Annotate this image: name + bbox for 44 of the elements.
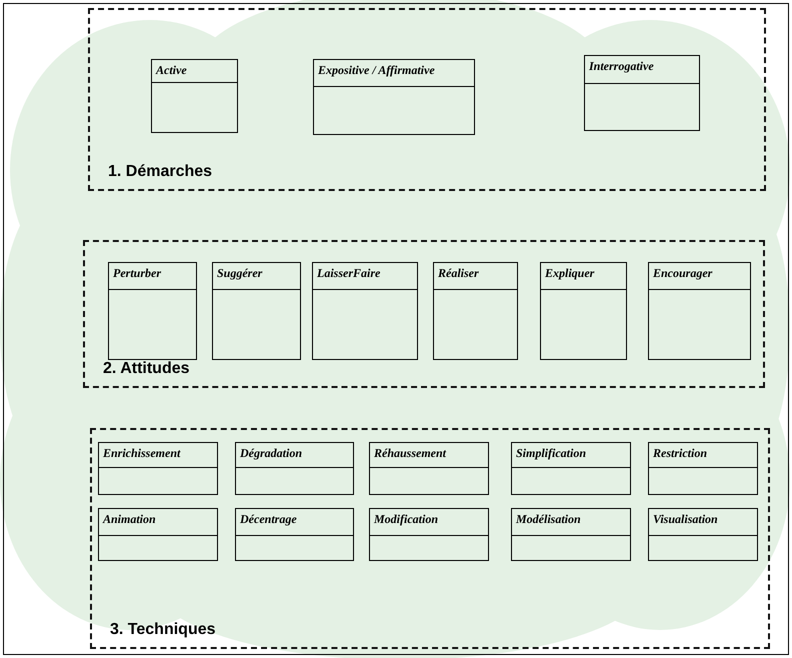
class-name: Enrichissement (103, 446, 180, 461)
class-name: Dégradation (240, 446, 302, 461)
class-box (648, 508, 758, 561)
dashed-group-box (90, 428, 770, 649)
class-name: Visualisation (653, 512, 718, 527)
class-name: Réaliser (438, 266, 479, 281)
class-name: Active (156, 63, 187, 78)
class-box (312, 262, 418, 360)
class-name: Restriction (653, 446, 708, 461)
dashed-group-box (88, 8, 766, 191)
class-name: Expliquer (545, 266, 594, 281)
class-name: LaisserFaire (317, 266, 380, 281)
class-box (648, 442, 758, 495)
class-name: Interrogative (589, 59, 654, 74)
class-box (98, 508, 218, 561)
group-label: 2. Attitudes (103, 360, 190, 378)
class-box (212, 262, 301, 360)
class-name: Expositive / Affirmative (318, 63, 435, 78)
dashed-group-box (83, 240, 765, 388)
class-name: Réhaussement (374, 446, 446, 461)
class-name: Modélisation (516, 512, 581, 527)
group-label: 1. Démarches (108, 163, 212, 181)
class-name: Modification (374, 512, 438, 527)
class-name: Simplification (516, 446, 586, 461)
class-name: Perturber (113, 266, 161, 281)
class-name: Encourager (653, 266, 712, 281)
class-box (540, 262, 627, 360)
class-box (433, 262, 518, 360)
class-box (235, 442, 354, 495)
class-box (369, 508, 489, 561)
class-box (98, 442, 218, 495)
class-name: Décentrage (240, 512, 297, 527)
class-box (584, 55, 700, 131)
class-box (511, 508, 631, 561)
class-name: Suggérer (217, 266, 262, 281)
class-box (108, 262, 197, 360)
class-box (151, 59, 238, 133)
class-box (235, 508, 354, 561)
class-name: Animation (103, 512, 156, 527)
class-box (511, 442, 631, 495)
class-box (648, 262, 751, 360)
class-box (313, 59, 475, 135)
group-label: 3. Techniques (110, 621, 216, 639)
class-box (369, 442, 489, 495)
